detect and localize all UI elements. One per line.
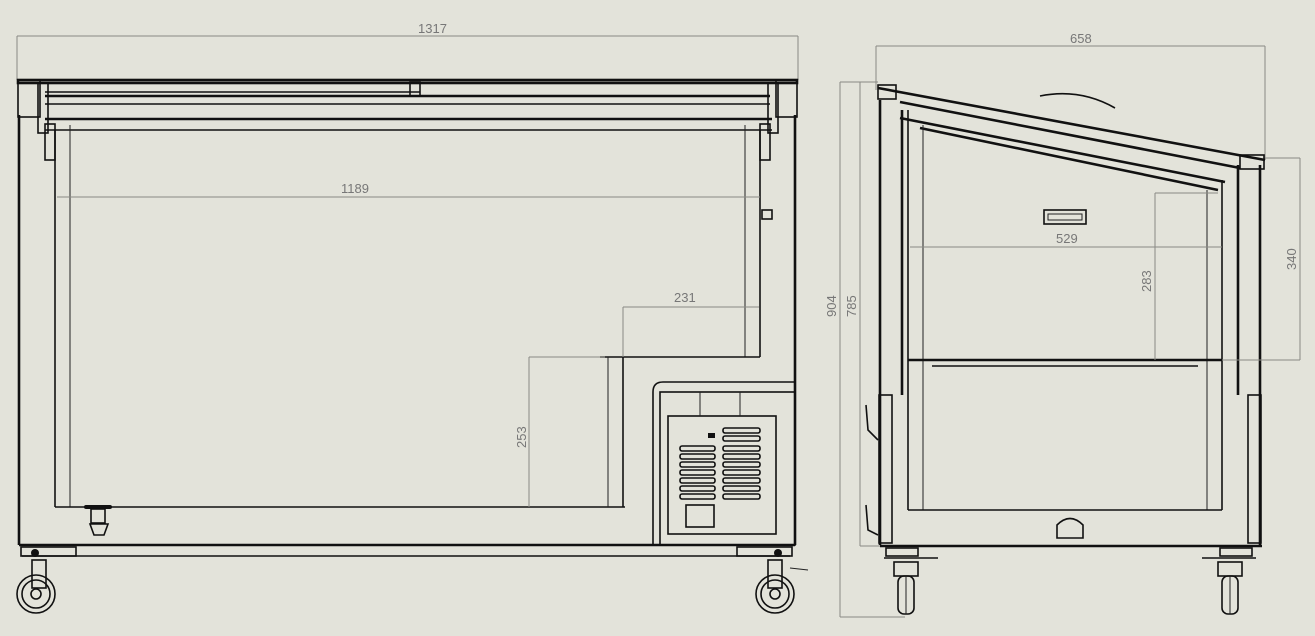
dim-inner-depth: 529 (910, 231, 1222, 248)
dim-label-658: 658 (1070, 31, 1092, 46)
dim-label-1189: 1189 (341, 181, 369, 196)
side-view: 658 (824, 31, 1301, 618)
dim-step-width: 231 (622, 290, 759, 357)
vent-slots (679, 427, 761, 500)
compressor-compartment (652, 381, 796, 546)
dim-inner-width: 1189 (57, 181, 760, 198)
dim-overall-width: 1317 (16, 21, 799, 80)
dim-basket-height: 283 (1139, 192, 1218, 360)
sloped-lid (877, 84, 1266, 192)
dim-label-283: 283 (1139, 270, 1154, 292)
side-cabinet (865, 100, 1262, 548)
dim-label-785: 785 (844, 295, 859, 317)
caster-left (16, 546, 77, 614)
lid-assembly (16, 78, 799, 161)
dim-label-1317: 1317 (418, 21, 447, 36)
dim-overall-depth: 658 (875, 31, 1266, 160)
dim-label-231: 231 (674, 290, 696, 305)
dim-front-height: 340 (1222, 157, 1301, 361)
dim-label-904: 904 (824, 295, 839, 317)
side-caster-left (884, 547, 938, 615)
drain-plug (84, 505, 112, 536)
dim-label-340: 340 (1284, 248, 1299, 270)
front-view: 1317 (16, 21, 809, 614)
dim-overall-height: 904 (824, 81, 905, 618)
side-caster-right (1202, 547, 1256, 615)
dim-step-height: 253 (514, 356, 605, 507)
dim-label-253: 253 (514, 426, 529, 448)
dim-body-height: 785 (844, 82, 880, 547)
cabinet-body (17, 115, 797, 557)
caster-right (736, 546, 809, 614)
dim-label-529: 529 (1056, 231, 1078, 246)
